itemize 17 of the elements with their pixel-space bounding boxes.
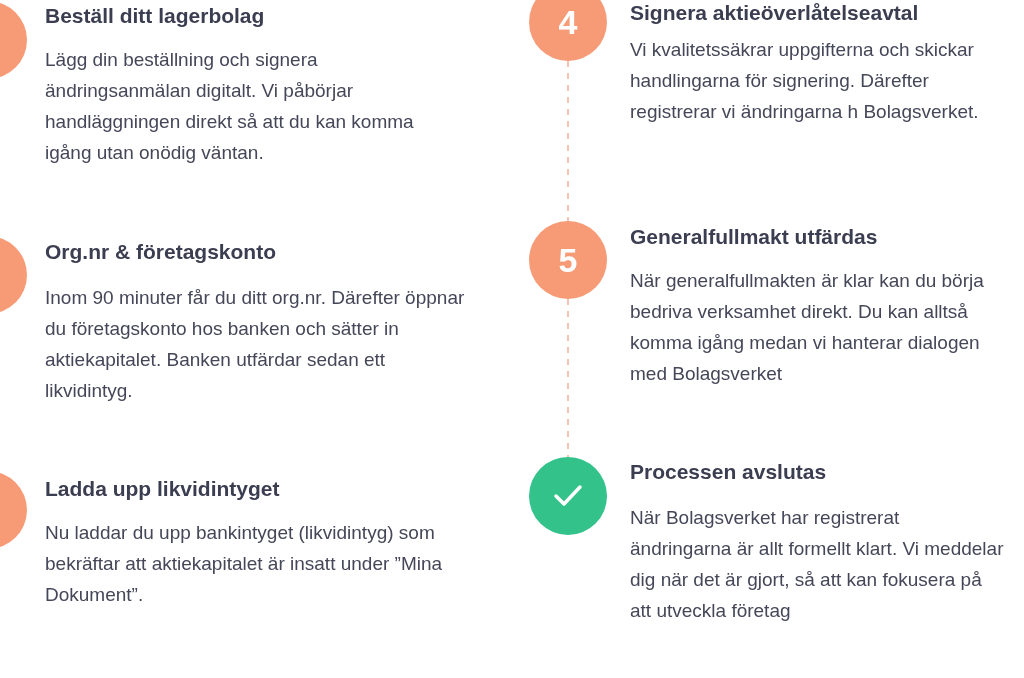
step-number: 4 xyxy=(558,2,578,42)
dashed-connector xyxy=(567,298,569,458)
step-heading: Beställ ditt lagerbolag xyxy=(45,4,265,28)
step-description: Inom 90 minuter får du ditt org.nr. Därefter öppnar du företagskonto hos banken och sätter in aktiekapitalet. Banken utfärdar sedan ett likvidintyg. xyxy=(45,286,465,403)
step-description: Vi kvalitetssäkrar uppgifterna och skickar handlingarna för signering. Därefter registrerar vi ändringarna h Bolagsverket. xyxy=(630,38,980,124)
step-heading: Org.nr & företagskonto xyxy=(45,240,276,264)
step-heading: Ladda upp likvidintyget xyxy=(45,477,280,501)
step-circle xyxy=(529,0,607,61)
step-number: 5 xyxy=(558,240,578,280)
step-heading: Processen avslutas xyxy=(630,460,827,484)
dashed-connector xyxy=(567,60,569,222)
step-description: Lägg din beställning och signera ändringsanmälan digitalt. Vi påbörjar handläggningen direkt så att du kan komma igång utan onödig väntan. xyxy=(45,48,415,165)
step-description: När Bolagsverket har registrerat ändringarna är allt formellt klart. Vi meddelar dig när det är gjort, så att kan fokusera på att utveckla företag xyxy=(630,506,1005,623)
step-description: När generalfullmakten är klar kan du börja bedriva verksamhet direkt. Du kan alltså komma igång medan vi hanterar dialogen med Bolagsverket xyxy=(630,269,985,386)
step-heading: Generalfullmakt utfärdas xyxy=(630,225,878,249)
step-heading: Signera aktieöverlåtelseavtal xyxy=(630,1,919,25)
step-description: Nu laddar du upp bankintyget (likvidintyg) som bekräftar att aktiekapitalet är insatt under ”Mina Dokument”. xyxy=(45,521,444,607)
